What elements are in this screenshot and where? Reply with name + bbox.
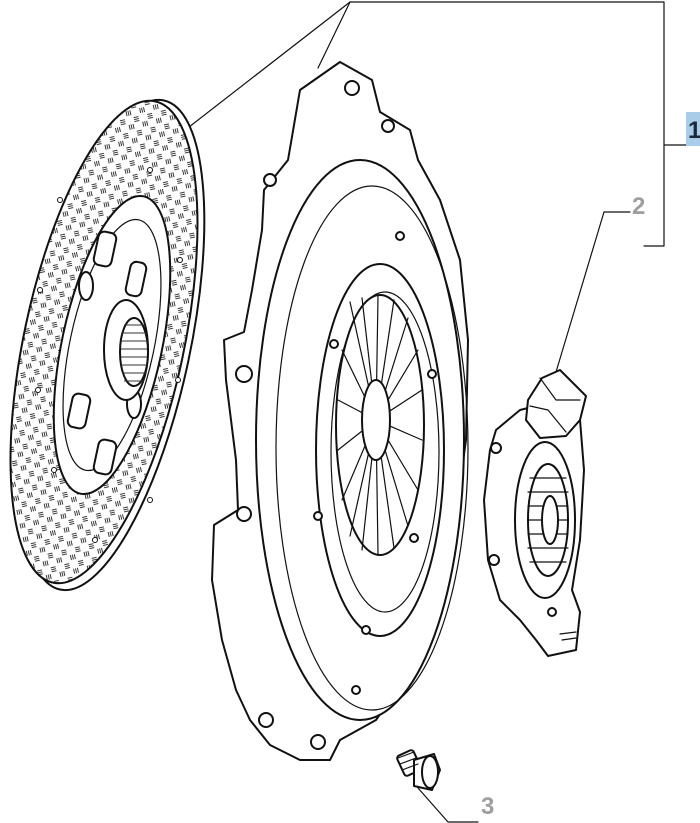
bearing-bore	[541, 495, 559, 545]
diaphragm-center-hole	[361, 379, 391, 461]
callout-1-bracket	[349, 1, 665, 247]
cover-rivets	[313, 231, 437, 695]
callout-3-leader	[417, 787, 479, 823]
callout-2-label: 2	[632, 193, 645, 220]
callout-labels: 1 2 3	[481, 112, 700, 820]
callout-1-label: 1	[688, 117, 700, 144]
leader-lines	[161, 1, 687, 823]
bolt	[396, 749, 441, 791]
lining-rivets	[35, 167, 183, 543]
callout-1-leader-disc	[161, 1, 351, 149]
fork-pads	[525, 369, 587, 439]
mounting-ears	[235, 80, 395, 750]
callout-2-leader	[555, 211, 631, 373]
callout-3-label: 3	[481, 793, 494, 820]
callout-1-leader-plate	[317, 1, 351, 69]
release-bearing	[483, 369, 587, 657]
diaphragm-spring	[335, 294, 425, 556]
clutch-disc	[9, 98, 206, 592]
pressure-plate	[211, 61, 469, 761]
callout-1-highlight	[686, 112, 700, 146]
